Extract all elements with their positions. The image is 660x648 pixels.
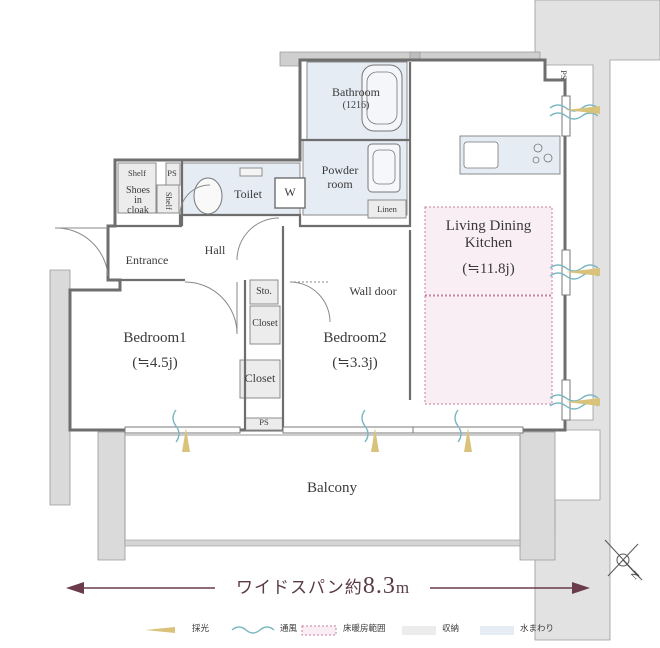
ps-top-label: PS xyxy=(167,168,177,178)
balcony-area xyxy=(124,434,521,546)
vanity-sink xyxy=(367,143,401,193)
toilet-bowl xyxy=(193,177,223,215)
floor-heating-areas xyxy=(424,206,553,405)
bedroom2-label: Bedroom2 (≒3.3j) xyxy=(323,330,387,372)
ps-bottom-label: PS xyxy=(259,417,269,427)
interior-walls xyxy=(70,62,412,430)
door-swings xyxy=(54,184,331,335)
entrance-label: Entrance xyxy=(125,253,169,267)
wide-span-unit: m xyxy=(395,578,411,597)
shoes-in-cloak-label: Shoes in cloak xyxy=(126,185,150,216)
building-walls xyxy=(49,0,660,641)
daylight-icon xyxy=(145,627,175,633)
shelf-top-label: Shelf xyxy=(128,168,146,178)
storage-areas xyxy=(117,162,407,431)
bathroom-label: Bathroom (1216) xyxy=(332,85,380,111)
legend-ventilation-label: 通風 xyxy=(280,623,298,633)
legend-storage-label: 収納 xyxy=(442,623,460,633)
shelf-side-label: Shelf xyxy=(163,191,174,210)
storage-label: Sto. xyxy=(256,286,272,297)
wide-span-arrow xyxy=(66,582,590,594)
washer-box xyxy=(274,177,306,209)
legend-water-area-label: 水まわり xyxy=(520,623,555,633)
legend-daylight-label: 採光 xyxy=(192,623,210,633)
wide-span-value: 8.3 xyxy=(362,573,396,599)
bedroom1-label: Bedroom1 (≒4.5j) xyxy=(123,330,187,372)
water-area-swatch-icon xyxy=(480,626,514,635)
washer-label: W xyxy=(284,185,296,199)
ventilation-icon xyxy=(231,626,275,634)
legend-icons xyxy=(145,625,514,636)
balcony-label: Balcony xyxy=(307,480,357,496)
toilet-label: Toilet xyxy=(234,187,262,201)
floor-heating-icon xyxy=(301,625,337,636)
closet-2-label: Closet xyxy=(244,371,276,385)
ldk-label: Living Dining Kitchen (≒11.8j) xyxy=(445,218,532,277)
ps-right-label: PS xyxy=(558,70,569,80)
linen-label: Linen xyxy=(377,204,397,214)
powder-room-label: Powder room xyxy=(321,163,359,191)
legend-floor-heating-label: 床暖房範囲 xyxy=(343,623,386,633)
bathtub xyxy=(361,64,403,132)
hall-label: Hall xyxy=(204,243,226,257)
compass-icon xyxy=(604,539,643,581)
wall-door-label: Wall door xyxy=(349,284,397,298)
wide-span-label: ワイドスパン約8.3m xyxy=(220,573,426,601)
storage-swatch-icon xyxy=(402,626,436,635)
wide-span-prefix: ワイドスパン約 xyxy=(235,578,363,597)
closet-1-label: Closet xyxy=(252,318,278,329)
daylight-marks xyxy=(182,106,600,452)
